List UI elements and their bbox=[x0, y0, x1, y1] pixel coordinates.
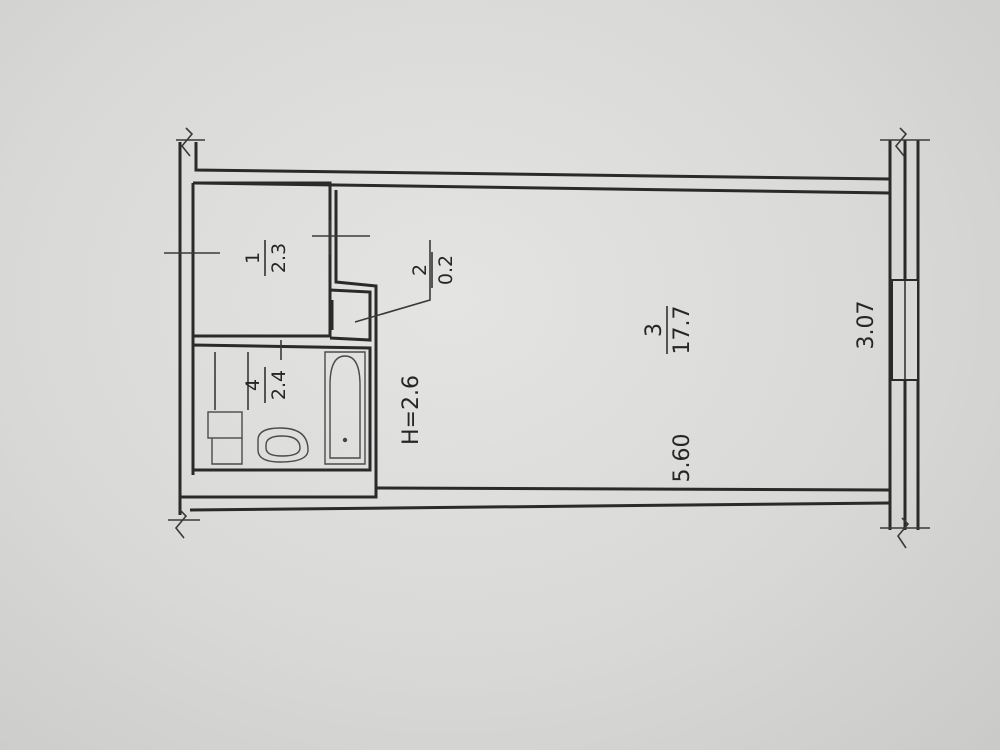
room-2-label: 2 0.2 bbox=[409, 252, 457, 288]
room-2-leader bbox=[354, 240, 431, 323]
room-1-area: 2.3 bbox=[268, 243, 290, 273]
window bbox=[891, 279, 919, 381]
room-1-label: 1 2.3 bbox=[242, 240, 290, 276]
room-2-number: 2 bbox=[409, 264, 431, 276]
wall-break-markers bbox=[168, 127, 930, 549]
room-3-area: 17.7 bbox=[670, 306, 695, 355]
room-3-number: 3 bbox=[642, 323, 667, 337]
room-length-label: 5.60 bbox=[670, 434, 695, 483]
room-4-label: 4 2.4 bbox=[242, 367, 290, 403]
room-4-number: 4 bbox=[242, 379, 264, 391]
room-width-label: 3.07 bbox=[854, 301, 879, 350]
interior-walls bbox=[164, 181, 378, 488]
room-2-area: 0.2 bbox=[435, 255, 457, 285]
ceiling-height-label: H=2.6 bbox=[399, 375, 424, 445]
room-4-area: 2.4 bbox=[268, 370, 290, 400]
room-1-number: 1 bbox=[242, 252, 264, 264]
room-3-label: 3 17.7 bbox=[642, 306, 695, 355]
bathroom-fixtures bbox=[207, 351, 366, 465]
